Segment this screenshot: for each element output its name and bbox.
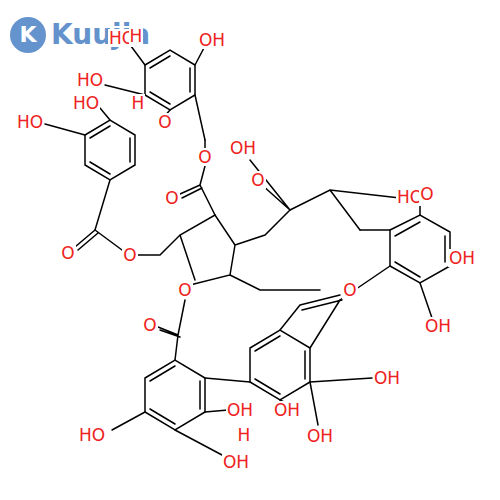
atom-label: H — [237, 426, 252, 445]
logo-letter: K — [18, 23, 37, 47]
atom-label: O — [250, 171, 265, 190]
atom-label: OH — [373, 369, 401, 388]
atom-label: OH — [306, 427, 334, 446]
atom-label: OH — [198, 31, 226, 50]
atom-label: OH — [448, 249, 476, 268]
atom-label: O — [142, 316, 157, 335]
atom-label: OH — [273, 401, 301, 420]
atom-label: OH — [229, 139, 257, 158]
logo-circle — [10, 17, 46, 53]
atom-label: H — [129, 27, 144, 46]
atom-label: HO — [76, 71, 104, 90]
atom-label: OH — [424, 317, 452, 336]
atom-label: O — [419, 185, 434, 204]
atom-label: O — [60, 244, 75, 263]
atom-label: O — [342, 281, 357, 300]
atom-label: OH — [222, 453, 250, 472]
atom-label: O — [197, 148, 212, 167]
atom-label: HO — [72, 94, 100, 113]
atom-label: HO — [78, 426, 106, 445]
atom-label: OH — [226, 401, 254, 420]
atom-label: HO — [16, 113, 44, 132]
atom-label: O — [157, 113, 172, 132]
atom-label: O — [164, 189, 179, 208]
atom-label: H — [131, 94, 146, 113]
atom-label: O — [122, 246, 137, 265]
atom-label: O — [177, 281, 192, 300]
